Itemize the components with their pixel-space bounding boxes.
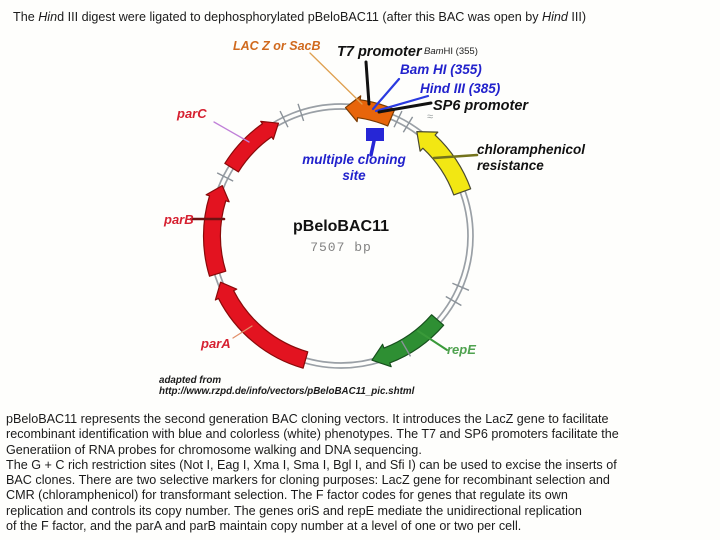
credit-note: adapted from http://www.rzpd.de/info/vec… <box>159 375 415 398</box>
t7-callout-line <box>364 60 371 106</box>
repe-callout-line <box>417 330 448 351</box>
hindiii-site-label: Hind III (385) <box>420 81 501 96</box>
mcs-line2: site <box>342 168 366 183</box>
parc-label: parC <box>177 106 207 121</box>
plasmid-size: 7507 bp <box>310 240 372 255</box>
chloramphenicol-line1: chloramphenicol <box>477 142 586 157</box>
parb-gene-arrow <box>202 184 230 277</box>
repe-label: repE <box>447 342 476 357</box>
tick-mark <box>216 172 234 182</box>
repe-gene-arrow <box>371 314 445 368</box>
sp6-callout-line <box>377 101 433 114</box>
slide-header-text: The Hind III digest were ligated to deph… <box>13 10 587 24</box>
mcs-flag-marker <box>366 128 384 141</box>
tick-mark <box>402 116 414 133</box>
parc-callout-line <box>213 121 250 143</box>
sp6-promoter-label: SP6 promoter <box>433 98 529 114</box>
bamhi-site-small-label: BamHI (355) <box>424 46 478 57</box>
mcs-line1: multiple cloning <box>302 152 406 167</box>
laczsacb-gene-arrow <box>344 95 396 127</box>
mcs-flag-stem <box>369 139 376 157</box>
chloramphenicol-gene-arrow <box>416 131 472 196</box>
tick-mark <box>400 340 412 357</box>
tick-mark <box>445 295 462 307</box>
tick-mark <box>279 110 289 128</box>
para-gene-arrow <box>214 281 309 369</box>
tick-mark <box>452 282 470 291</box>
chloramphenicol-line2: resistance <box>477 157 544 173</box>
para-callout-line <box>232 325 253 339</box>
multiple-cloning-site-label: multiple cloning site <box>294 152 414 184</box>
hind-callout-line <box>374 94 430 113</box>
cm-callout-line <box>432 153 479 160</box>
tick-mark <box>393 110 403 128</box>
parc-gene-arrow <box>224 120 280 173</box>
credit-line1: adapted from <box>159 375 222 386</box>
bam-callout-line <box>371 77 401 111</box>
lacz-sacb-label: LAC Z or SacB <box>233 39 321 53</box>
plasmid-name: pBeloBAC11 <box>292 218 390 235</box>
parb-label: parB <box>164 212 194 227</box>
credit-line2: http://www.rzpd.de/info/vectors/pBeloBAC… <box>159 385 415 397</box>
tick-mark-artifact: ≈ <box>427 111 434 123</box>
t7-promoter-label: T7 promoter <box>337 44 422 60</box>
description-paragraph: pBeloBAC11 represents the second generat… <box>6 412 619 534</box>
para-label: parA <box>201 336 231 351</box>
chloramphenicol-resistance-label: chloramphenicol resistance <box>477 142 585 173</box>
tick-mark <box>297 103 305 122</box>
bamhi-site-label: Bam HI (355) <box>400 62 482 77</box>
lacz-callout-line <box>309 52 363 105</box>
